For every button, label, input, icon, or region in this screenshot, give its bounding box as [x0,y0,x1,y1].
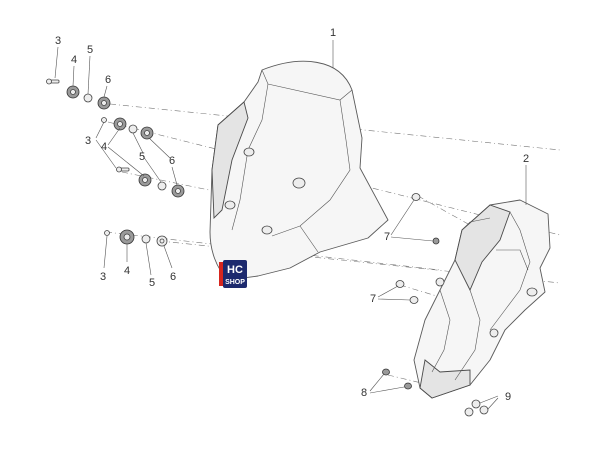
callout-5-lower: 5 [149,277,155,289]
grommet-6-lower [156,235,168,247]
callout-5-upper: 5 [87,44,93,56]
screw-8-a [382,368,390,376]
hardware-set-middle [101,117,185,198]
screw-7-a [411,193,421,201]
grommet-6-middle-b [171,184,185,198]
washer-4-middle-a [113,117,127,131]
washer-4-upper [66,85,80,99]
callout-3-lower: 3 [100,271,106,283]
nut-9-c [479,405,489,415]
callout-9: 9 [505,391,511,403]
hardware-bracket-fasteners [382,193,489,417]
callout-1: 1 [330,27,336,39]
svg-text:SHOP: SHOP [225,279,245,286]
nut-5-middle-a [128,124,138,134]
screw-7-d [409,296,419,304]
callout-labels: 1 2 3 4 5 6 3 4 5 6 3 4 5 6 7 7 8 9 [55,27,529,403]
screw-7-b [432,237,440,245]
callout-4-middle: 4 [101,141,107,153]
nut-9-a [471,399,481,409]
screw-3-upper [46,78,60,85]
screw-3-middle-b [116,166,130,173]
screw-3-middle-a [101,117,107,123]
callout-7-upper: 7 [384,231,390,243]
callout-2: 2 [523,153,529,165]
hc-shop-logo: HC SHOP [219,260,247,288]
washer-4-middle-b [138,173,152,187]
callout-7-lower: 7 [370,293,376,305]
screw-7-c [395,280,405,288]
screw-8-b [404,382,412,390]
nut-9-b [464,407,474,417]
grommet-6-upper [97,96,111,110]
hardware-set-lower [104,229,168,247]
support-bracket-part [413,199,551,399]
callout-3-middle: 3 [85,135,91,147]
hardware-set-upper [46,78,111,110]
grommet-6-middle-a [140,126,154,140]
washer-4-lower [119,229,135,245]
leader-lines [54,40,527,410]
callout-6-middle: 6 [169,155,175,167]
callout-3-upper: 3 [55,35,61,47]
nut-5-upper [83,93,93,103]
callout-4-lower: 4 [124,265,130,277]
callout-4-upper: 4 [71,54,77,66]
nut-5-middle-b [157,181,167,191]
screw-3-lower [104,230,110,236]
callout-5-middle: 5 [139,151,145,163]
nut-5-lower [141,234,151,244]
windscreen-part [209,60,389,281]
callout-6-upper: 6 [105,74,111,86]
callout-6-lower: 6 [170,271,176,283]
svg-text:HC: HC [227,264,243,276]
callout-8: 8 [361,387,367,399]
